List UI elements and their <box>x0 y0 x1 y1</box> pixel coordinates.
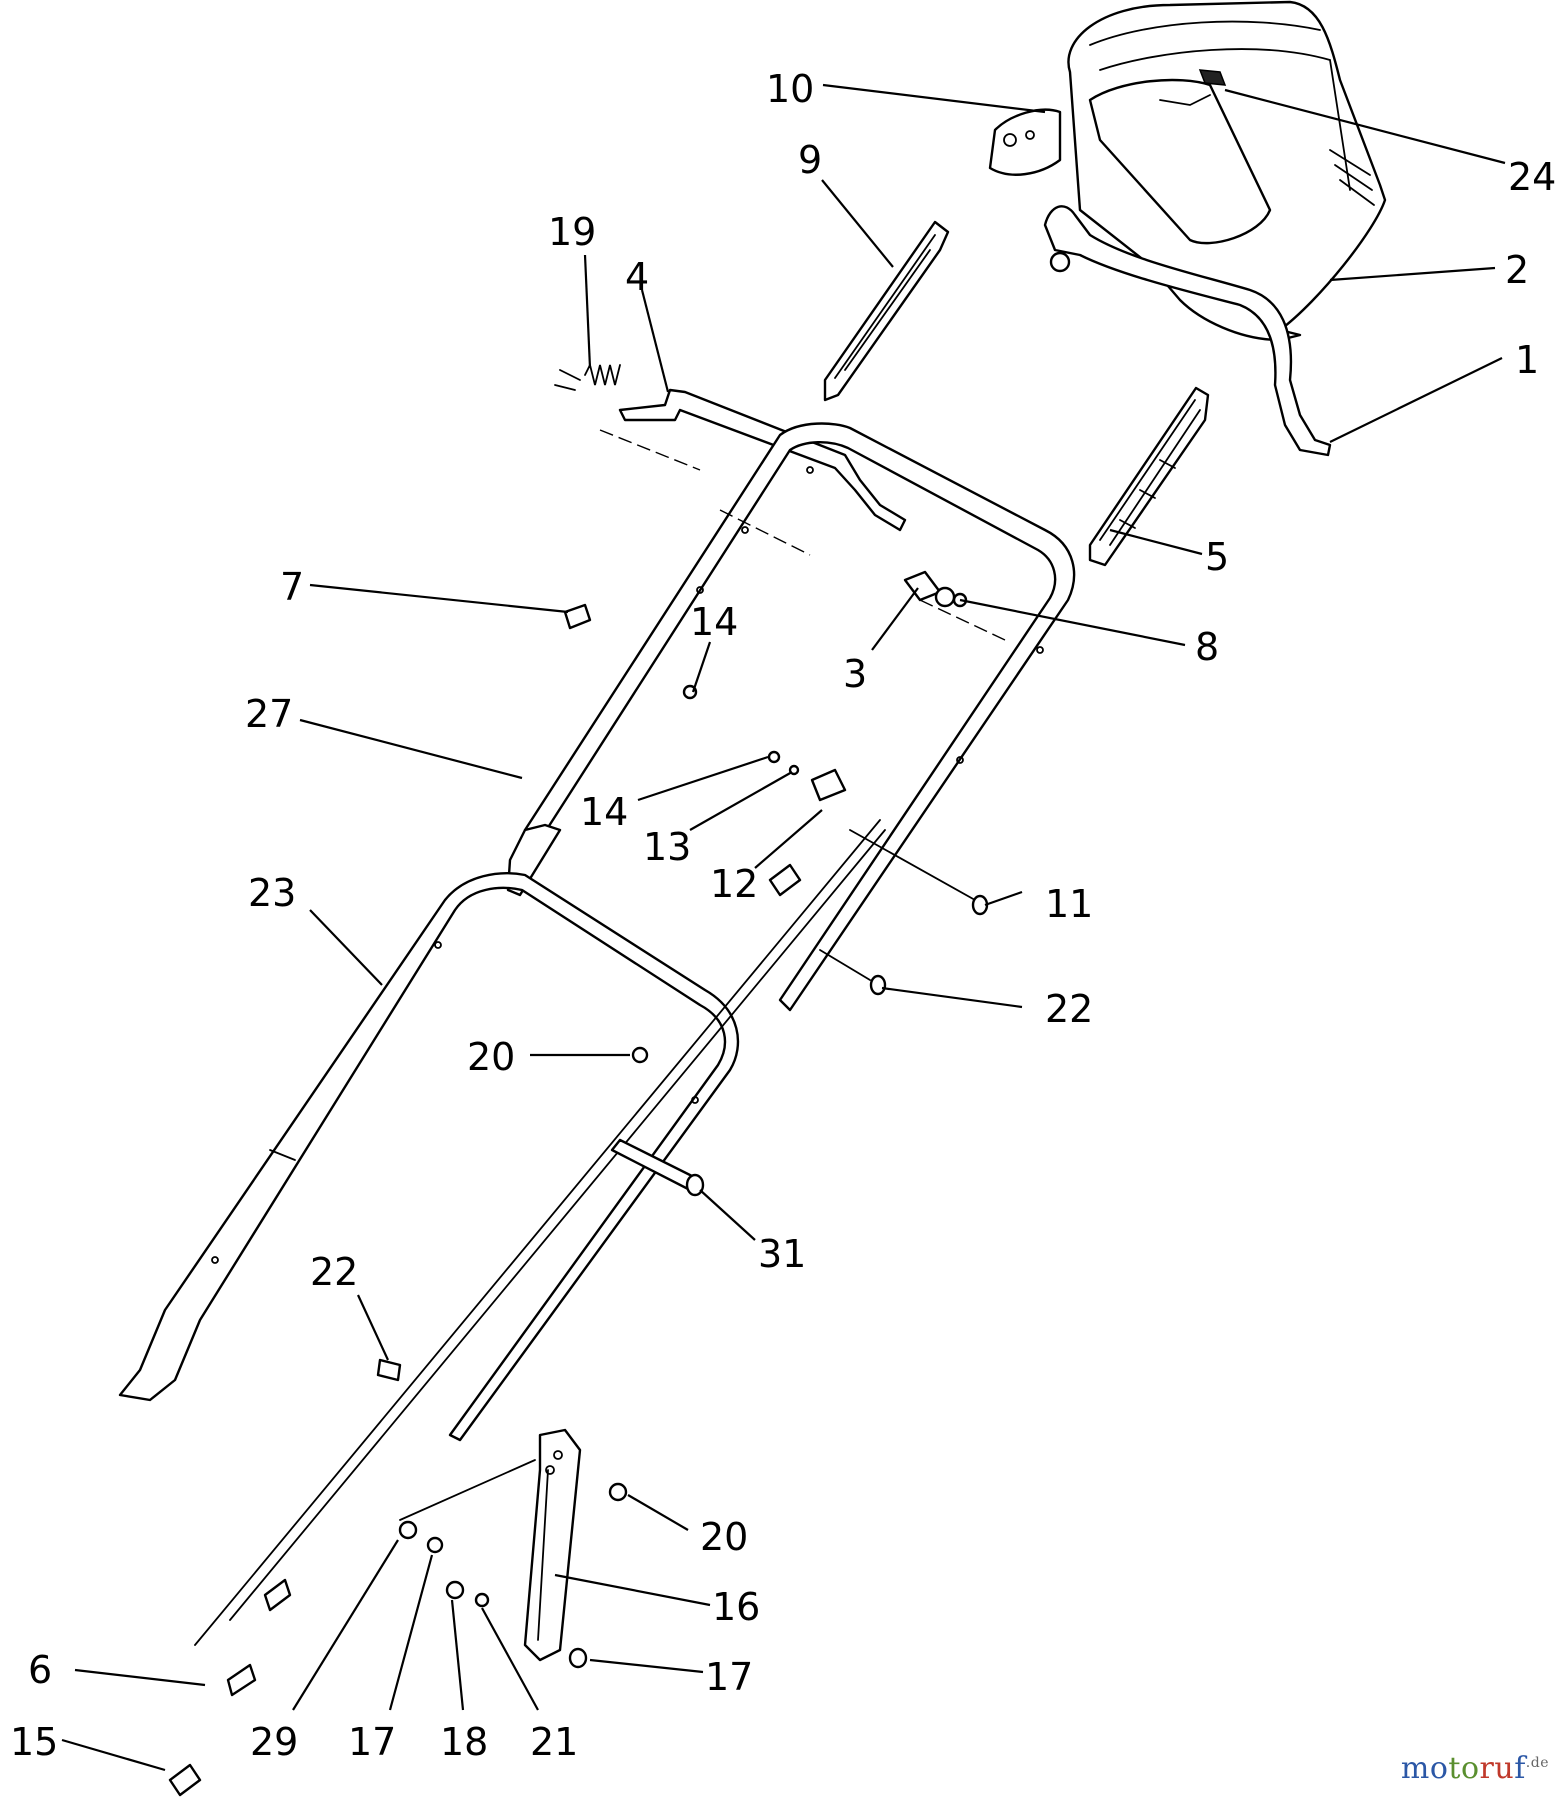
callout-27: 27 <box>245 692 293 736</box>
control-rod <box>599 388 907 532</box>
callout-labels: 10 24 9 19 4 2 1 5 7 14 8 3 27 14 13 12 … <box>10 67 1556 1764</box>
left-grip <box>823 220 950 402</box>
callout-23: 23 <box>248 871 296 915</box>
callout-19: 19 <box>548 210 596 254</box>
callout-20b: 20 <box>700 1515 748 1559</box>
callout-17b: 17 <box>348 1720 396 1764</box>
callout-24: 24 <box>1508 155 1556 199</box>
right-grip <box>1088 386 1210 567</box>
callout-13: 13 <box>643 825 691 869</box>
callout-3: 3 <box>843 652 867 696</box>
callout-7: 7 <box>280 565 304 609</box>
spring-19 <box>554 362 621 391</box>
callout-31: 31 <box>758 1232 806 1276</box>
callout-4: 4 <box>625 255 649 299</box>
motoruf-watermark: motoruf.de <box>1400 1751 1549 1786</box>
callout-18: 18 <box>440 1720 488 1764</box>
callout-20a: 20 <box>467 1035 515 1079</box>
callout-21: 21 <box>530 1720 578 1764</box>
bail-lever <box>1043 205 1332 457</box>
callout-12: 12 <box>710 862 758 906</box>
callout-5: 5 <box>1205 535 1229 579</box>
callout-17a: 17 <box>705 1655 753 1699</box>
callout-29: 29 <box>250 1720 298 1764</box>
lower-handle <box>118 872 740 1442</box>
callout-10: 10 <box>766 67 814 111</box>
callout-8: 8 <box>1195 625 1219 669</box>
leader-lines <box>61 83 1506 1772</box>
callout-22b: 22 <box>310 1250 358 1294</box>
callout-14b: 14 <box>580 790 628 834</box>
handle-grip-assembly <box>988 0 1387 342</box>
callout-6: 6 <box>28 1648 52 1692</box>
callout-22a: 22 <box>1045 987 1093 1031</box>
callout-15: 15 <box>10 1720 58 1764</box>
callout-9: 9 <box>798 138 822 182</box>
callout-1: 1 <box>1515 338 1539 382</box>
control-cable <box>168 819 886 1797</box>
hardware <box>376 570 989 1669</box>
callout-14a: 14 <box>690 600 738 644</box>
callout-11: 11 <box>1045 882 1093 926</box>
callout-2: 2 <box>1505 248 1529 292</box>
height-bracket <box>399 1428 582 1662</box>
callout-16: 16 <box>712 1585 760 1629</box>
